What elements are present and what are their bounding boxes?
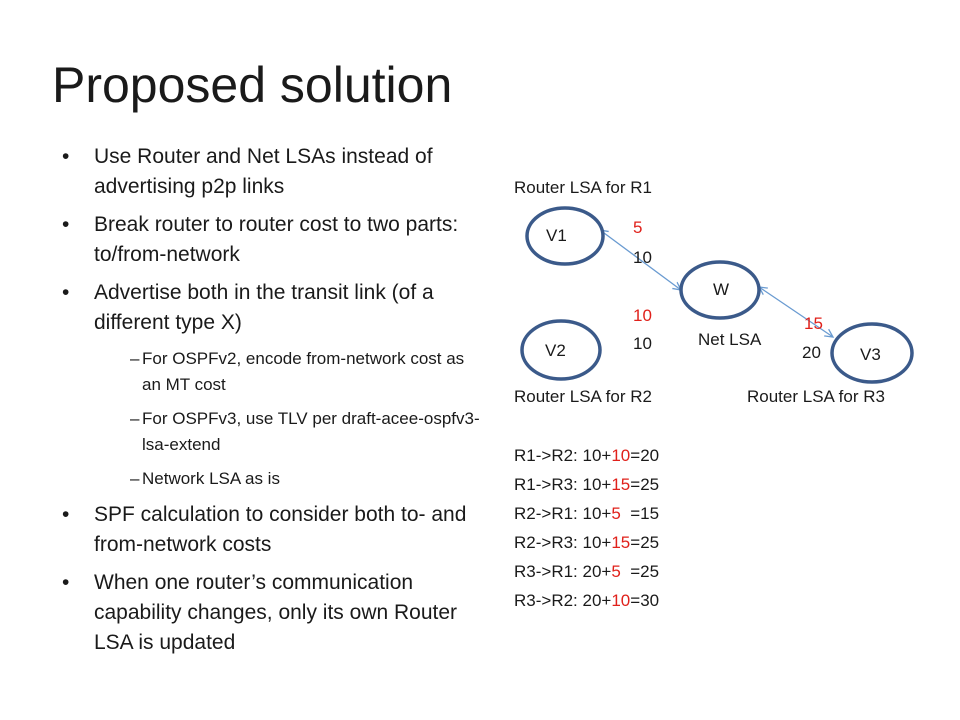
net-lsa-label: Net LSA: [698, 330, 762, 349]
link-arrow-w-v3: [759, 287, 833, 337]
sub-bullet-text: For OSPFv2, encode from-network cost as …: [142, 349, 465, 394]
cost-v2-from: 10: [633, 306, 652, 325]
bullet-text: Use Router and Net LSAs instead of adver…: [94, 145, 433, 198]
router-lsa-r1-label: Router LSA for R1: [514, 178, 652, 197]
sub-bullet-item: –For OSPFv2, encode from-network cost as…: [62, 346, 482, 398]
slide-title: Proposed solution: [52, 57, 453, 113]
sub-bullet-item: –Network LSA as is: [62, 466, 482, 492]
cost-v1-from: 5: [633, 218, 643, 237]
bullet-text: Break router to router cost to two parts…: [94, 213, 459, 266]
sub-bullet-text: For OSPFv3, use TLV per draft-acee-ospfv…: [142, 409, 480, 454]
bullet-text: Advertise both in the transit link (of a…: [94, 281, 434, 334]
sub-bullet-item: –For OSPFv3, use TLV per draft-acee-ospf…: [62, 406, 482, 458]
bullet-dot-icon: •: [62, 571, 70, 594]
bullet-item: • SPF calculation to consider both to- an…: [62, 500, 482, 560]
sub-bullet-text: Network LSA as is: [142, 469, 280, 488]
node-v2: [520, 319, 602, 381]
cost-calculations: R1->R2: 10+10=20 R1->R3: 10+15=25 R2->R1…: [514, 441, 659, 615]
bullet-text: When one router’s communication capabili…: [94, 571, 458, 654]
calc-row: R3->R1: 20+5 =25: [514, 562, 660, 581]
node-v3: [830, 322, 914, 384]
node-w: [679, 260, 761, 320]
node-v1-label: V1: [546, 226, 567, 245]
bullet-dash-icon: –: [130, 349, 140, 368]
calc-row: R2->R3: 10+15=25: [514, 533, 660, 552]
bullet-list: • Use Router and Net LSAs instead of adve…: [62, 142, 482, 666]
node-v3-label: V3: [860, 345, 881, 364]
bullet-item: • Use Router and Net LSAs instead of adve…: [62, 142, 482, 202]
node-w-label: W: [713, 280, 730, 299]
bullet-item: • Break router to router cost to two part…: [62, 210, 482, 270]
router-lsa-r3-label: Router LSA for R3: [747, 387, 885, 406]
bullet-dot-icon: •: [62, 281, 70, 304]
bullet-dot-icon: •: [62, 503, 70, 526]
link-arrow-v1-w: [600, 230, 681, 290]
calc-row: R1->R3: 10+15=25: [514, 475, 660, 494]
calc-row: R3->R2: 20+10=30: [514, 591, 660, 610]
node-v2-label: V2: [545, 341, 566, 360]
node-v1: [525, 206, 605, 266]
bullet-text: SPF calculation to consider both to- and…: [94, 503, 467, 556]
cost-v3-from: 15: [804, 314, 823, 333]
cost-v1-to: 10: [633, 248, 652, 267]
bullet-dash-icon: –: [130, 409, 140, 428]
calc-row: R1->R2: 10+10=20: [514, 446, 660, 465]
bullet-dash-icon: –: [130, 469, 140, 488]
calc-row: R2->R1: 10+5 =15: [514, 504, 660, 523]
bullet-dot-icon: •: [62, 145, 70, 168]
router-lsa-r2-label: Router LSA for R2: [514, 387, 652, 406]
bullet-item: • Advertise both in the transit link (of …: [62, 278, 482, 338]
cost-v2-to: 10: [633, 334, 652, 353]
bullet-item: • When one router’s communication capabil…: [62, 568, 482, 658]
bullet-dot-icon: •: [62, 213, 70, 236]
cost-v3-to: 20: [802, 343, 821, 362]
